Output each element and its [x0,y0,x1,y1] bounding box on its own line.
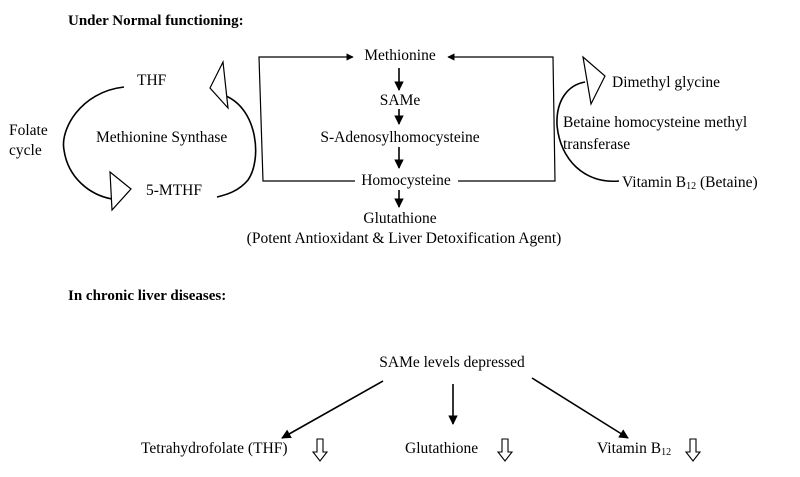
node-same: SAMe [379,92,421,109]
decrease-arrow-vitamin-b12-icon [684,438,702,462]
folate-cycle-label-line1: Folate [9,122,48,139]
folate-cycle-label-line2: cycle [9,142,42,159]
node-s-adenosylhomocysteine: S-Adenosylhomocysteine [320,129,480,146]
enzyme-methionine-synthase: Methionine Synthase [96,129,228,146]
enzyme-bhmt-line2: transferase [563,136,631,153]
enzyme-bhmt-line1: Betaine homocysteine methyl [563,114,748,131]
glutathione-description: (Potent Antioxidant & Liver Detoxificati… [246,230,562,247]
node-same-depressed: SAMe levels depressed [379,354,525,371]
section-heading-chronic: In chronic liver diseases: [68,288,227,304]
vitamin-b12-betaine-subscript: 12 [686,181,697,192]
arrow-same-to-vitamin-b12 [531,377,629,439]
node-glutathione: Glutathione [363,210,437,227]
decrease-arrow-glutathione-icon [496,438,514,462]
outcome-thf-label: Tetrahydrofolate (THF) [141,440,288,457]
folate-arrowhead-top-icon [209,59,229,110]
decrease-arrow-thf-icon [311,438,329,462]
betaine-arrowhead-icon [582,55,606,106]
folate-cycle-left-arc [62,86,125,200]
outcome-vitamin-b12-subscript: 12 [661,447,672,458]
folate-cycle-right-arc [216,95,257,198]
node-homocysteine: Homocysteine [361,172,451,189]
remethylation-right-connector [447,53,556,182]
node-vitamin-b12-betaine: Vitamin B12 (Betaine) [622,174,758,192]
vitamin-b12-betaine-suffix: (Betaine) [696,174,758,191]
arrow-same-to-thf [281,380,384,439]
outcome-glutathione: Glutathione [405,441,478,457]
folate-arrowhead-bottom-icon [109,170,132,212]
outcome-vitamin-b12-label: Vitamin B [597,440,662,457]
outcome-vitamin-b12: Vitamin B12 [597,440,672,458]
betaine-cycle-arc [556,81,620,182]
node-thf: THF [137,72,167,89]
node-methionine: Methionine [364,47,436,64]
node-dimethyl-glycine: Dimethyl glycine [612,74,721,91]
vitamin-b12-betaine-prefix: Vitamin B [622,174,687,191]
outcome-glutathione-label: Glutathione [405,440,479,457]
node-5-mthf: 5-MTHF [146,182,202,199]
section-heading-normal: Under Normal functioning: [68,13,244,29]
remethylation-left-connector [258,53,355,182]
outcome-thf: Tetrahydrofolate (THF) [141,441,288,457]
